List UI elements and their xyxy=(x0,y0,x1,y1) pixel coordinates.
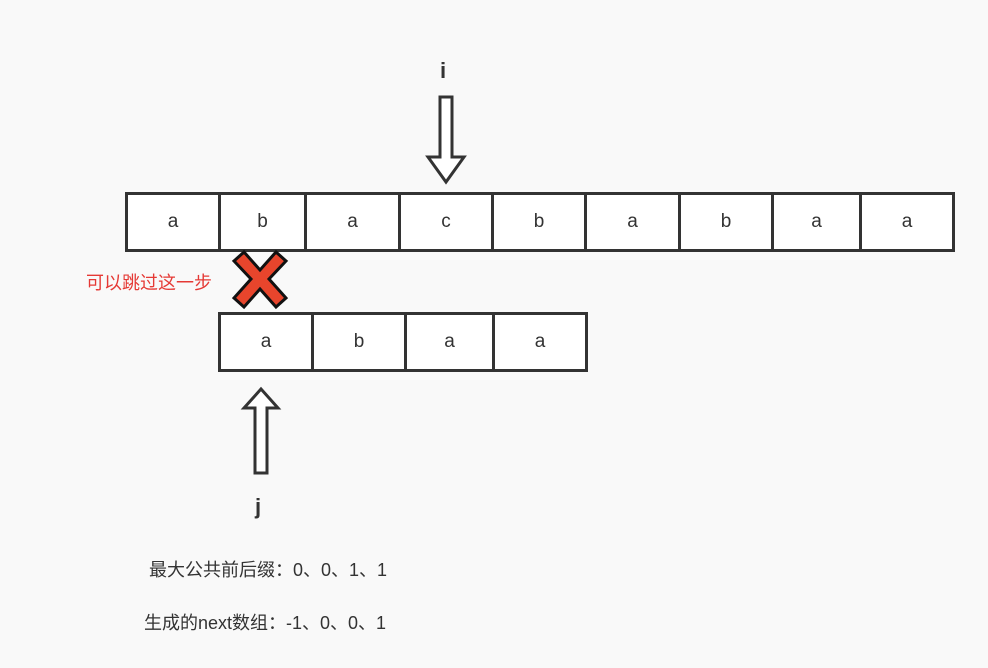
main-cell: a xyxy=(125,192,221,252)
pointer-i-label: i xyxy=(440,58,447,83)
main-cell: b xyxy=(218,192,307,252)
pattern-cell: b xyxy=(311,312,407,372)
main-cell: b xyxy=(678,192,774,252)
prefix-suffix-caption: 最大公共前后缀：0、0、1、1 xyxy=(149,560,388,580)
pattern-string-row: a b a a xyxy=(218,312,588,372)
down-arrow-icon xyxy=(425,95,467,185)
next-array-caption: 生成的next数组：-1、0、0、1 xyxy=(144,613,387,633)
main-cell: a xyxy=(304,192,401,252)
main-cell: a xyxy=(771,192,862,252)
pointer-j-label: j xyxy=(255,494,262,519)
main-cell: a xyxy=(584,192,681,252)
pattern-cell: a xyxy=(218,312,314,372)
pattern-cell: a xyxy=(404,312,495,372)
main-cell: b xyxy=(491,192,587,252)
main-cell: a xyxy=(859,192,955,252)
pattern-cell: a xyxy=(492,312,588,372)
up-arrow-icon xyxy=(240,386,282,475)
cross-icon xyxy=(231,249,289,310)
skip-note: 可以跳过这一步 xyxy=(86,273,212,293)
main-cell: c xyxy=(398,192,494,252)
main-string-row: a b a c b a b a a xyxy=(125,192,955,252)
